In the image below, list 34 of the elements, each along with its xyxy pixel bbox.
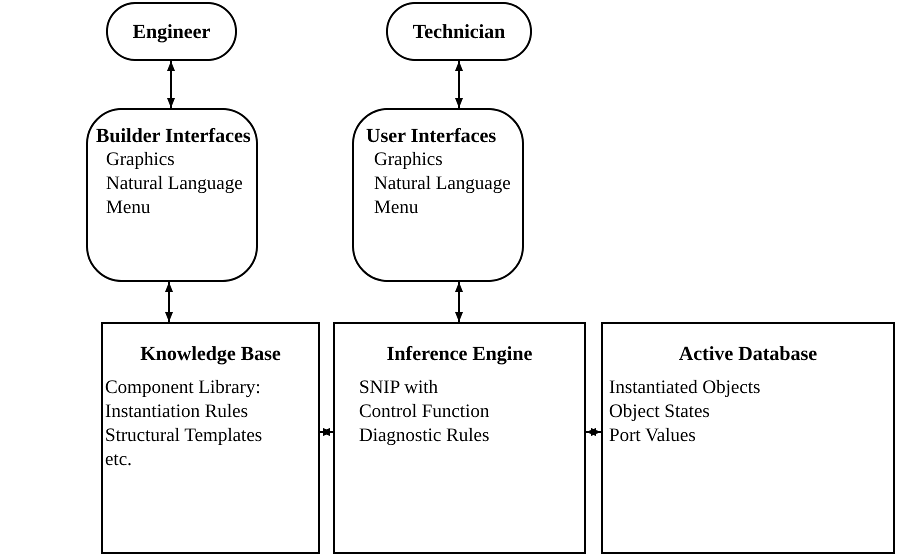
double-arrow [320, 428, 333, 436]
node-item: Port Values [609, 424, 696, 448]
double-arrow [586, 428, 601, 436]
node-title: Technician [412, 20, 506, 44]
module-box [333, 322, 586, 554]
node-title: Knowledge Base [140, 342, 281, 366]
node-item: Natural Language [106, 172, 243, 196]
module-box [101, 322, 320, 554]
node-item: Control Function [359, 400, 490, 424]
node-title: Builder Interfaces [96, 124, 251, 148]
node-item: Menu [374, 196, 418, 220]
node-item: Diagnostic Rules [359, 424, 490, 448]
node-title: Inference Engine [386, 342, 532, 366]
node-item: Natural Language [374, 172, 511, 196]
node-title: Active Database [678, 342, 818, 366]
node-title: Engineer [132, 20, 210, 44]
node-item: Object States [609, 400, 710, 424]
node-item: Structural Templates [105, 424, 262, 448]
node-item: Graphics [374, 148, 443, 172]
node-item: Component Library: [105, 376, 261, 400]
interface-box [352, 108, 524, 282]
double-arrow [167, 61, 175, 108]
double-arrow [455, 282, 463, 322]
double-arrow [165, 282, 173, 322]
node-item: Graphics [106, 148, 175, 172]
node-item: etc. [105, 448, 132, 472]
node-title: User Interfaces [366, 124, 496, 148]
node-item: Instantiated Objects [609, 376, 760, 400]
double-arrow [455, 61, 463, 108]
node-item: Instantiation Rules [105, 400, 248, 424]
node-item: SNIP with [359, 376, 438, 400]
interface-box [86, 108, 258, 282]
node-item: Menu [106, 196, 150, 220]
module-box [601, 322, 895, 554]
